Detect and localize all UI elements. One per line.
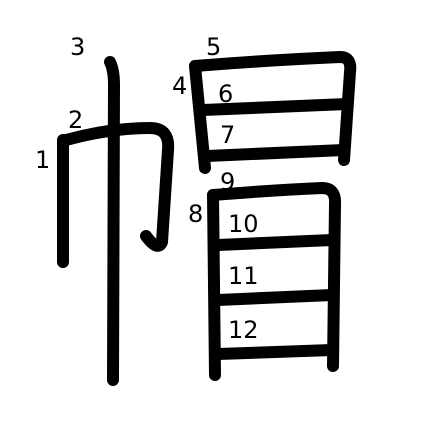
stroke-path-2 bbox=[60, 122, 175, 252]
stroke-number-8: 8 bbox=[188, 200, 203, 228]
stroke-path-6 bbox=[197, 98, 353, 116]
stroke-numbers: 1 2 3 4 5 6 7 8 9 10 11 12 bbox=[35, 33, 259, 344]
stroke-number-7: 7 bbox=[220, 121, 235, 149]
stroke-path-12 bbox=[212, 344, 338, 360]
stroke-path-7 bbox=[201, 144, 350, 162]
stroke-number-12: 12 bbox=[228, 316, 259, 344]
stroke-number-6: 6 bbox=[218, 80, 233, 108]
stroke-number-1: 1 bbox=[35, 146, 50, 174]
stroke-path-11 bbox=[212, 289, 338, 306]
stroke-path-3 bbox=[104, 56, 120, 386]
stroke-number-9: 9 bbox=[220, 168, 235, 196]
stroke-number-11: 11 bbox=[228, 262, 259, 290]
stroke-number-2: 2 bbox=[68, 106, 83, 134]
character-strokes bbox=[57, 51, 357, 386]
stroke-number-3: 3 bbox=[70, 33, 85, 61]
stroke-path-8 bbox=[207, 189, 221, 381]
stroke-path-10 bbox=[212, 234, 338, 251]
stroke-number-5: 5 bbox=[206, 33, 221, 61]
stroke-number-4: 4 bbox=[172, 72, 187, 100]
stroke-path-4 bbox=[189, 60, 211, 174]
stroke-path-5 bbox=[189, 51, 357, 166]
stroke-number-10: 10 bbox=[228, 210, 259, 238]
stroke-path-9 bbox=[207, 182, 342, 372]
